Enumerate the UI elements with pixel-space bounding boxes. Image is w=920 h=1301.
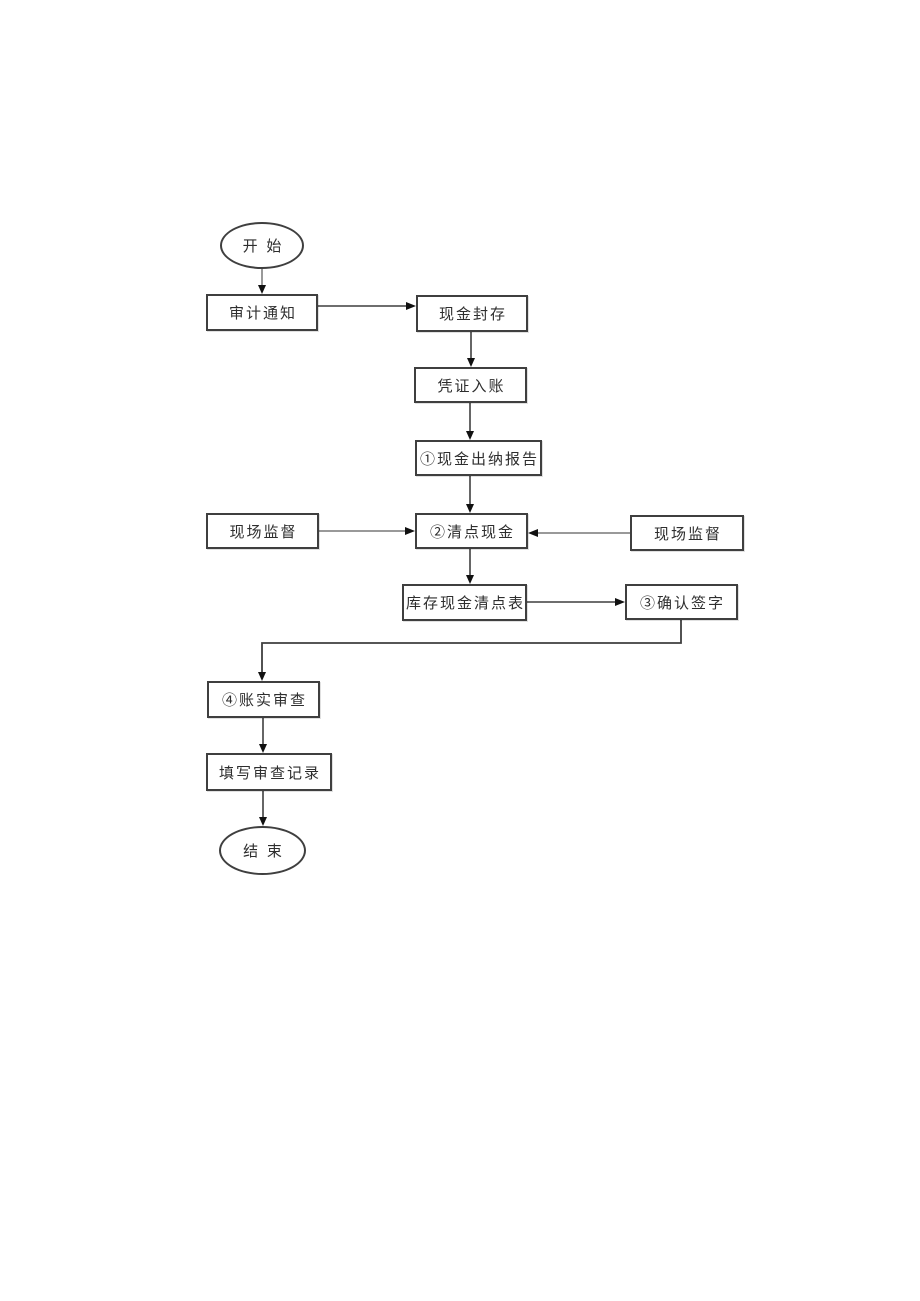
flow-node-count-cash-label: ②清点现金 — [429, 522, 515, 541]
edge-confirm-signature-to-account-fact-review-line — [261, 620, 682, 673]
flow-node-voucher-posting-label: 凭证入账 — [437, 376, 506, 395]
flow-node-start-label: 开 始 — [242, 237, 284, 255]
edge-count-cash-to-cash-inventory-count-sheet-arrowhead — [466, 575, 474, 584]
flow-node-cash-inventory-count-sheet: 库存现金清点表 — [402, 584, 527, 621]
flow-node-audit-notice-label: 审计通知 — [228, 304, 297, 322]
edge-confirm-signature-to-account-fact-review-arrowhead — [258, 672, 266, 681]
edge-cash-cashier-report-to-count-cash-arrowhead — [466, 504, 474, 513]
flow-node-onsite-supervision-right-label: 现场监督 — [653, 524, 722, 543]
flow-node-start: 开 始 — [220, 222, 304, 269]
flow-node-voucher-posting: 凭证入账 — [414, 367, 527, 403]
flow-node-account-fact-review: ④账实审查 — [207, 681, 320, 718]
flow-node-onsite-supervision-right: 现场监督 — [630, 515, 744, 551]
flow-node-onsite-supervision-left-label: 现场监督 — [229, 522, 298, 541]
edge-onsite-supervision-right-to-count-cash-arrowhead — [528, 529, 538, 537]
edge-audit-notice-to-cash-sealing-arrowhead — [406, 302, 416, 310]
flow-node-cash-cashier-report-label: ①现金出纳报告 — [419, 449, 539, 468]
edge-fill-review-record-to-end-arrowhead — [259, 817, 267, 826]
flow-node-end-label: 结 束 — [243, 842, 284, 860]
edge-onsite-supervision-left-to-count-cash-arrowhead — [405, 527, 415, 535]
flow-node-fill-review-record: 填写审查记录 — [206, 753, 332, 791]
flow-node-fill-review-record-label: 填写审查记录 — [218, 763, 321, 782]
flow-node-cash-cashier-report: ①现金出纳报告 — [415, 440, 542, 476]
flow-node-account-fact-review-label: ④账实审查 — [221, 691, 307, 709]
flow-node-cash-sealing: 现金封存 — [416, 295, 528, 332]
edge-cash-inventory-count-sheet-to-confirm-signature-arrowhead — [615, 598, 625, 606]
edge-account-fact-review-to-fill-review-record-arrowhead — [259, 744, 267, 753]
flow-node-audit-notice: 审计通知 — [206, 294, 318, 331]
flow-node-cash-sealing-label: 现金封存 — [438, 305, 507, 323]
edge-voucher-posting-to-cash-cashier-report-arrowhead — [466, 431, 474, 440]
flow-node-end: 结 束 — [219, 826, 306, 875]
flow-node-cash-inventory-count-sheet-label: 库存现金清点表 — [406, 594, 526, 612]
flow-node-confirm-signature-label: ③确认签字 — [639, 593, 725, 612]
edge-cash-sealing-to-voucher-posting-arrowhead — [467, 358, 475, 367]
flow-node-count-cash: ②清点现金 — [415, 513, 528, 549]
flow-node-onsite-supervision-left: 现场监督 — [206, 513, 319, 549]
edge-start-to-audit-notice-arrowhead — [258, 285, 266, 294]
flow-node-confirm-signature: ③确认签字 — [625, 584, 738, 620]
